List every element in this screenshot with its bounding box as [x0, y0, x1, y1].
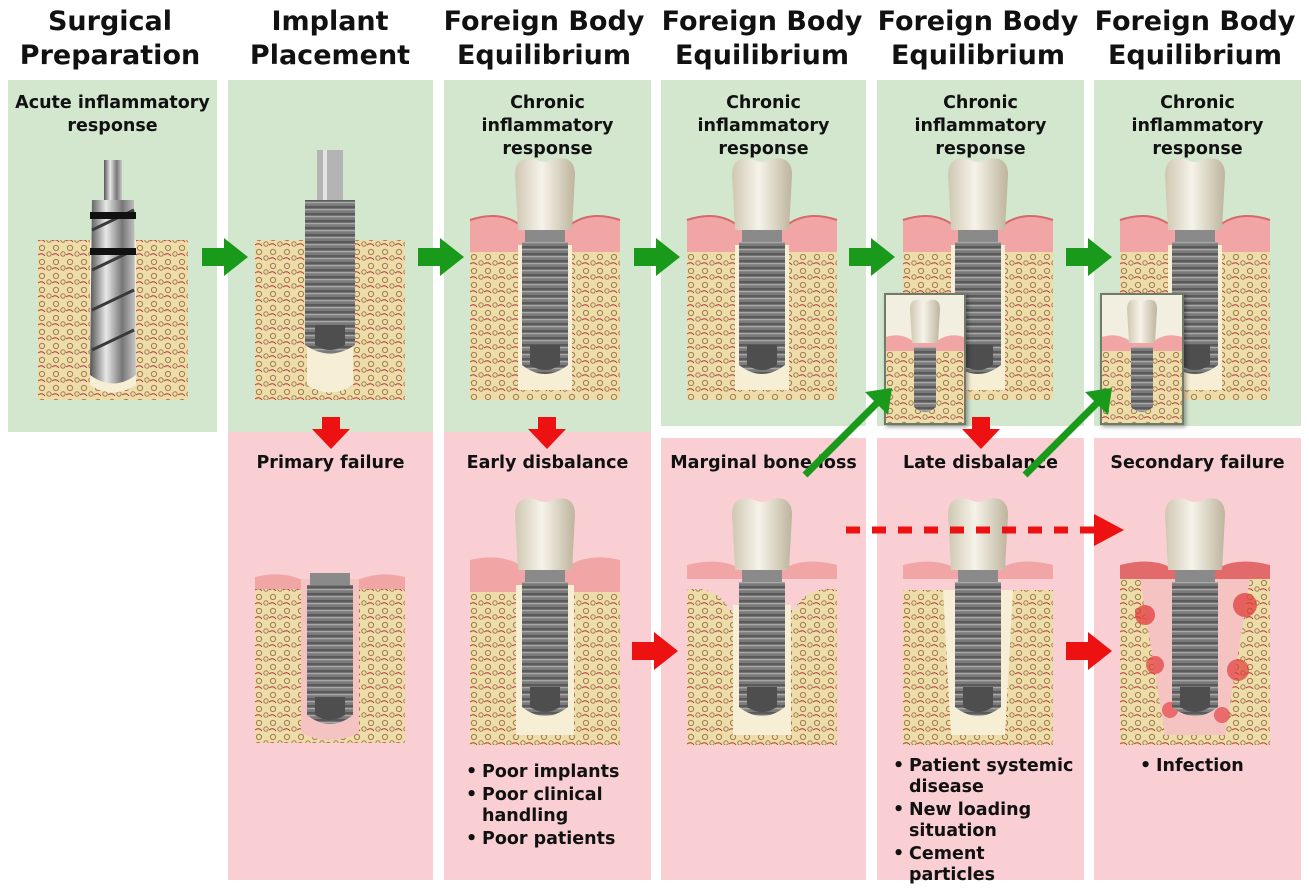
secondary-failure-causes: Infection: [1138, 756, 1288, 779]
cause-poor-implants: Poor implants: [464, 762, 634, 783]
column-title-foreign-body-equilibrium-4: Foreign Body Equilibrium: [1085, 4, 1305, 74]
column-title-implant-placement: Implant Placement: [220, 4, 440, 74]
cause-cement-particles: Cement particles: [891, 844, 1076, 886]
late-disbalance-causes: Patient systemic disease New loading sit…: [891, 756, 1076, 888]
cause-poor-clinical-handling: Poor clinical handling: [464, 785, 634, 827]
label-chronic-inflammatory-response-2: Chronic inflammatory response: [661, 92, 866, 161]
inset-thumbnail-late-equilibrium: [884, 293, 966, 425]
cause-new-loading-situation: New loading situation: [891, 800, 1076, 842]
osseointegrated-implant-illustration-2: [687, 155, 837, 400]
label-secondary-failure: Secondary failure: [1094, 452, 1301, 475]
early-disbalance-implant-illustration: [470, 495, 620, 745]
implant-placement-illustration: [255, 150, 405, 405]
label-primary-failure: Primary failure: [228, 452, 433, 475]
marginal-bone-loss-implant-illustration: [687, 495, 837, 745]
forward-arrow-green-4: [849, 238, 895, 276]
failure-down-arrow-2: [528, 417, 566, 449]
column-title-foreign-body-equilibrium-3: Foreign Body Equilibrium: [868, 4, 1088, 74]
dashed-progression-arrow-red: [846, 510, 1124, 550]
forward-arrow-green-1: [202, 238, 248, 276]
drill-in-bone-illustration: [38, 160, 188, 410]
forward-arrow-green-3: [634, 238, 680, 276]
label-chronic-inflammatory-response-4: Chronic inflammatory response: [1094, 92, 1301, 161]
failed-implant-illustration: [255, 565, 405, 743]
cause-infection: Infection: [1138, 756, 1288, 777]
label-early-disbalance: Early disbalance: [444, 452, 651, 475]
column-title-foreign-body-equilibrium-1: Foreign Body Equilibrium: [434, 4, 654, 74]
cause-poor-patients: Poor patients: [464, 829, 634, 850]
recovery-arrow-green-2: [1020, 385, 1115, 480]
progression-arrow-red-1: [632, 632, 678, 670]
cause-patient-systemic-disease: Patient systemic disease: [891, 756, 1076, 798]
label-chronic-inflammatory-response-3: Chronic inflammatory response: [877, 92, 1084, 161]
early-disbalance-causes: Poor implants Poor clinical handling Poo…: [464, 762, 634, 852]
column-title-surgical-preparation: Surgical Preparation: [0, 4, 220, 74]
failure-down-arrow-3: [962, 417, 1000, 449]
forward-arrow-green-5: [1066, 238, 1112, 276]
osseointegrated-implant-illustration-1: [470, 155, 620, 400]
label-acute-inflammatory-response: Acute inflammatory response: [8, 92, 217, 138]
label-chronic-inflammatory-response-1: Chronic inflammatory response: [444, 92, 651, 161]
recovery-arrow-green-1: [800, 385, 895, 480]
forward-arrow-green-2: [418, 238, 464, 276]
failure-down-arrow-1: [312, 417, 350, 449]
column-title-foreign-body-equilibrium-2: Foreign Body Equilibrium: [652, 4, 872, 74]
progression-arrow-red-2: [1066, 632, 1112, 670]
secondary-failure-implant-illustration: [1120, 495, 1270, 745]
